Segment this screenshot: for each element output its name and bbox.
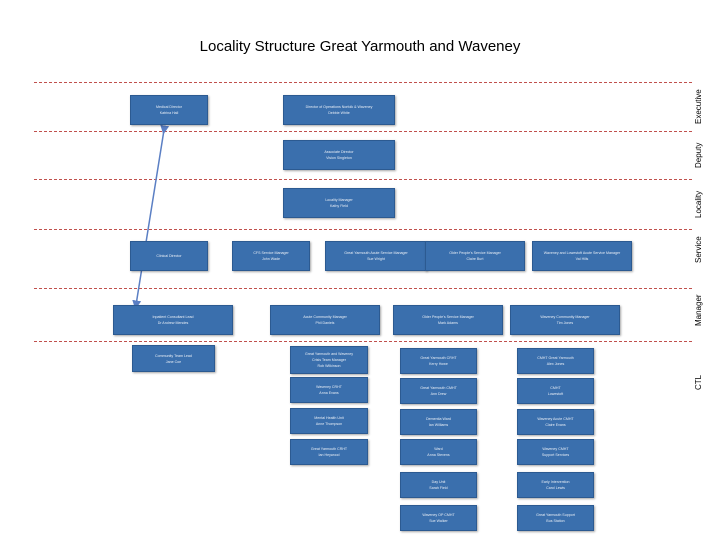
org-box-line: Anna Evans	[319, 391, 339, 395]
org-box-line: Rob Wilkinson	[317, 364, 341, 368]
org-box-line: Great Yarmouth CRHT	[420, 356, 457, 360]
org-box-line: Vision Singleton	[326, 156, 352, 160]
org-box-line: Great Yarmouth and Waveney	[304, 352, 354, 356]
org-box-line: Tim Jones	[556, 321, 574, 325]
org-box-line: Lowestoft	[547, 392, 564, 396]
org-box-line: Older People's Service Manager	[422, 315, 474, 319]
org-box-line: Val Hills	[575, 257, 589, 261]
org-box-line: Sue Walker	[429, 519, 448, 523]
org-box-line: Medical Director	[156, 105, 182, 109]
org-box-line: Kathy Field	[330, 204, 348, 208]
org-box: Great Yarmouth CMHT Ann Drew	[400, 378, 477, 404]
org-box: Waveney and Lowestoft Acute Service Mana…	[532, 241, 632, 271]
org-box-line: Associate Director	[324, 150, 354, 154]
org-box: Clinical Director	[130, 241, 208, 271]
org-box: Waveney OP CMHT Sue Walker	[400, 505, 477, 531]
org-box-line: Crisis Team Manager	[312, 358, 346, 362]
org-box-line: Alex Jones	[546, 362, 565, 366]
org-box-line: Anne Thompson	[315, 422, 343, 426]
org-box-line: Phil Daniels	[315, 321, 335, 325]
org-box: Waveney Acute CMHT Claire Evans	[517, 409, 594, 435]
org-box-line: Community Team Lead	[155, 353, 192, 358]
org-box-line: Early Intervention	[541, 480, 570, 484]
org-box-line: Debbie White	[328, 111, 350, 115]
org-box: Waveney CRHT Anna Evans	[290, 377, 368, 403]
org-box: Great Yarmouth CRHT Ian Heywood	[290, 439, 368, 465]
org-box-line: Waveney CMHT	[542, 447, 569, 451]
guide-line	[34, 229, 692, 230]
org-box: Waveney CMHT Support Services	[517, 439, 594, 465]
guide-line	[34, 288, 692, 289]
org-box-line: Mark Adams	[438, 321, 458, 325]
org-box-line: Jane Coe	[165, 359, 182, 364]
org-box-line: Director of Operations Norfolk & Waveney	[305, 105, 373, 109]
org-box-line: Ian Heywood	[318, 453, 340, 457]
org-box-line: Dementia Ward	[426, 417, 451, 421]
org-box-line: Mental Health Unit	[314, 416, 344, 420]
org-box-line: Waveney Acute CMHT	[537, 417, 574, 421]
org-box-line: CFS Service Manager	[253, 251, 289, 255]
org-box-line: Older People's Service Manager	[449, 251, 501, 255]
dotted-link-arrow	[132, 124, 170, 310]
org-box-line: Acute Community Manager	[303, 315, 347, 319]
guide-line	[34, 179, 692, 180]
org-box-line: Waveney and Lowestoft Acute Service Mana…	[543, 251, 621, 255]
org-box-line: Waveney CRHT	[316, 385, 342, 389]
org-box-line: Claire Burt	[466, 257, 484, 261]
org-box-line: Carol Lewis	[546, 486, 565, 490]
org-box-line: Waveney Community Manager	[540, 315, 590, 319]
org-box-line: Great Yarmouth CRHT	[310, 447, 348, 451]
org-box-line: Inpatient Consultant Lead	[152, 315, 194, 319]
org-box: Inpatient Consultant Lead Dr Andrew Mende…	[113, 305, 233, 335]
org-box-line: CMHT Great Yarmouth	[537, 356, 574, 360]
org-box: CMHT Lowestoft	[517, 378, 594, 404]
org-box-line: Ward	[434, 447, 443, 451]
org-box-line: Sue Wright	[367, 257, 385, 261]
org-box-line: Kerry Howe	[429, 362, 448, 366]
guide-line	[34, 131, 692, 132]
org-box-line: Great Yarmouth CMHT	[420, 386, 457, 390]
org-box-line: Clinical Director	[156, 254, 182, 258]
org-box-line: Dr Andrew Mendes	[157, 321, 189, 325]
org-box: Great Yarmouth CRHT Kerry Howe	[400, 348, 477, 374]
org-box-line: Great Yarmouth Acute Service Manager	[344, 251, 408, 255]
guide-line	[34, 82, 692, 83]
org-box-line: Sarah Field	[429, 486, 448, 490]
org-box-line: Day Unit	[431, 480, 446, 484]
org-box-line: Katrina Hall	[159, 111, 179, 115]
org-box-line: Waveney OP CMHT	[422, 513, 455, 517]
org-box-line: Support Services	[541, 453, 570, 457]
org-box: Director of Operations Norfolk & Waveney…	[283, 95, 395, 125]
page-title: Locality Structure Great Yarmouth and Wa…	[199, 38, 521, 55]
org-box-line: Ann Drew	[430, 392, 447, 396]
org-box-line: CMHT	[550, 386, 561, 390]
guide-line	[34, 341, 692, 342]
org-box-line: Claire Evans	[545, 423, 566, 427]
org-box-line: Locality Manager	[325, 198, 353, 202]
org-box-line: Anna Stevens	[427, 453, 450, 457]
org-box-line: Bus Station	[546, 519, 565, 523]
org-box-line: John Wade	[261, 257, 281, 261]
org-box-line: Great Yarmouth Support	[536, 513, 575, 517]
org-box-line: Ian Williams	[428, 423, 449, 427]
